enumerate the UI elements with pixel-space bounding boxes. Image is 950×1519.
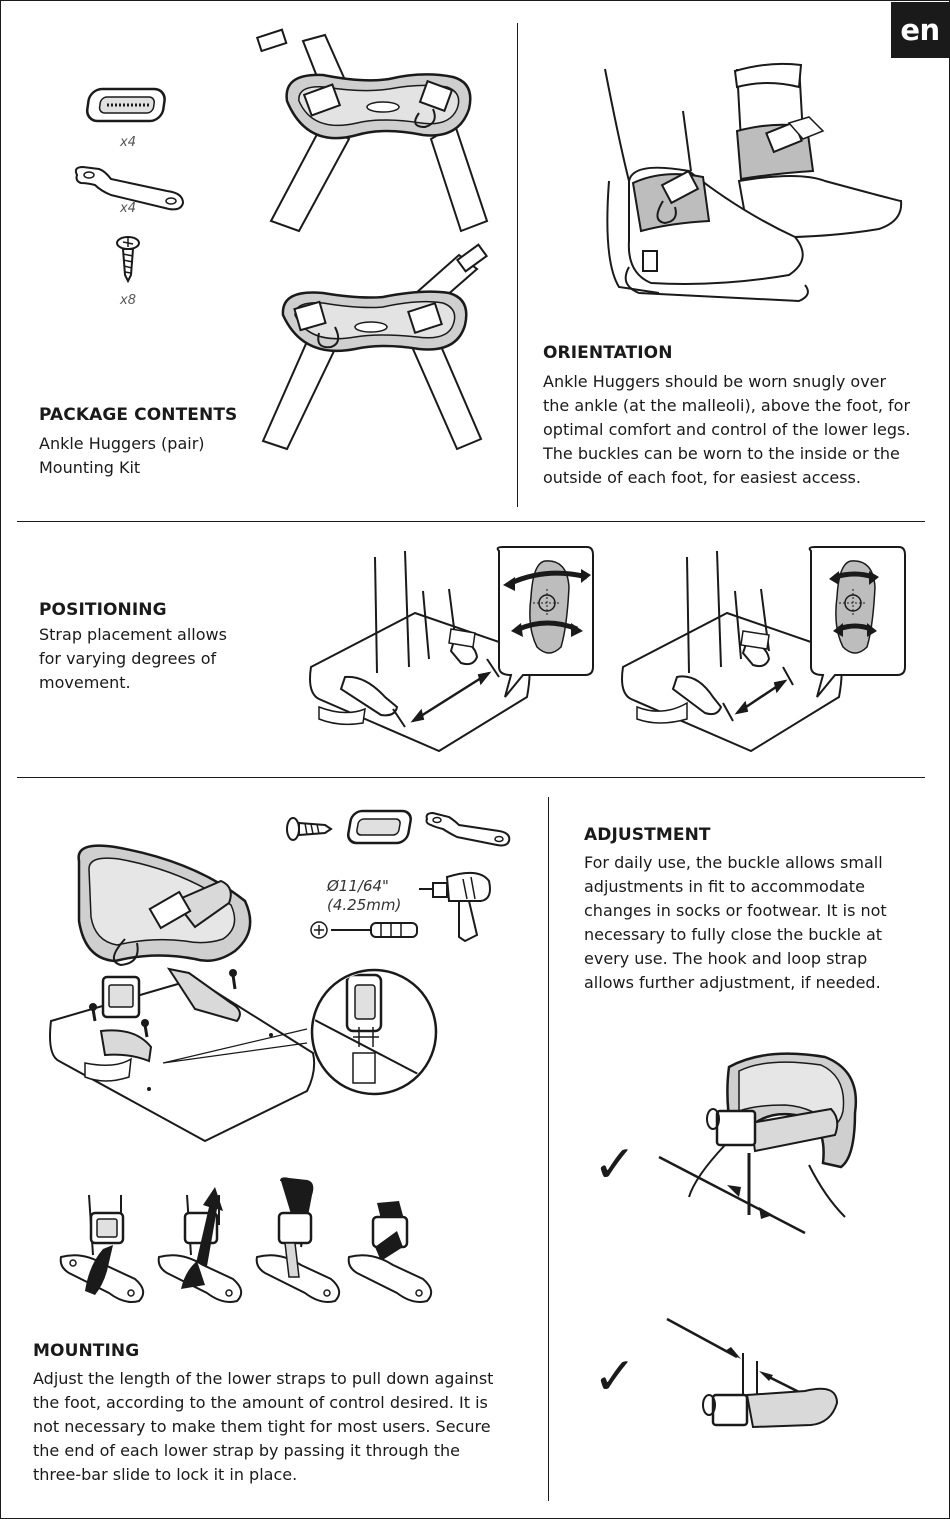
three-bar-slide-icon-small: [346, 809, 412, 845]
positioning-line: movement.: [39, 673, 131, 692]
drill-icon: [419, 871, 491, 943]
positioning-heading: POSITIONING: [39, 600, 167, 620]
orientation-line: The buckles can be worn to the inside or…: [543, 444, 900, 463]
drill-diameter: Ø11/64": [327, 877, 389, 895]
divider-vertical-top: [517, 23, 518, 507]
language-badge: en: [891, 2, 949, 58]
adjustment-line: allows further adjustment, if needed.: [584, 973, 881, 992]
drill-metric: (4.25mm): [327, 896, 402, 914]
mounting-heading: MOUNTING: [33, 1341, 140, 1361]
divider-vertical-bottom: [548, 797, 549, 1501]
orientation-line: optimal comfort and control of the lower…: [543, 420, 911, 439]
package-contents-line: Mounting Kit: [39, 458, 141, 477]
orientation-line: the ankle (at the malleoli), above the f…: [543, 396, 911, 415]
adjustment-heading: ADJUSTMENT: [584, 825, 711, 845]
positioning-line: for varying degrees of: [39, 649, 217, 668]
adjustment-line: changes in socks or footwear. It is not: [584, 901, 887, 920]
ankle-hugger-illustration-upper: [255, 28, 489, 233]
orientation-line: outside of each foot, for easiest access…: [543, 468, 861, 487]
three-bar-slide-icon: [85, 87, 166, 123]
mounting-line: three-bar slide to lock it in place.: [33, 1465, 298, 1484]
strap-step-3: [255, 1177, 341, 1303]
positioning-wide-illustration: [309, 546, 594, 753]
ankle-hugger-illustration-lower: [261, 243, 489, 451]
package-contents-text: Ankle Huggers (pair) Mounting Kit: [39, 432, 205, 480]
quantity-slides: x4: [120, 135, 136, 150]
mounting-bracket-icon-small: [425, 811, 511, 847]
quantity-screws: x8: [120, 293, 136, 308]
drill-bit-size: Ø11/64" (4.25mm): [327, 877, 401, 915]
mounting-line: Adjust the length of the lower straps to…: [33, 1369, 494, 1388]
slide-detail-zoom: [310, 968, 438, 1096]
adjustment-text: For daily use, the buckle allows small a…: [584, 851, 887, 995]
mounting-line: the foot, according to the amount of con…: [33, 1393, 488, 1412]
screw-icon: [116, 236, 140, 284]
check-icon: ✓: [593, 1347, 637, 1407]
buckle-open-illustration: [666, 1317, 839, 1429]
divider-middle: [17, 777, 925, 778]
strap-step-4: [347, 1201, 433, 1303]
adjustment-line: necessary to fully close the buckle at: [584, 925, 883, 944]
mounting-main-illustration: [49, 844, 316, 1143]
strap-step-2: [157, 1187, 243, 1303]
orientation-text: Ankle Huggers should be worn snugly over…: [543, 370, 910, 490]
check-icon: ✓: [593, 1135, 637, 1195]
mounting-text: Adjust the length of the lower straps to…: [33, 1367, 493, 1487]
package-contents-heading: PACKAGE CONTENTS: [39, 405, 238, 425]
mounting-line: not necessary to make them tight for mos…: [33, 1417, 491, 1436]
positioning-text: Strap placement allows for varying degre…: [39, 623, 227, 695]
orientation-heading: ORIENTATION: [543, 343, 673, 363]
divider-top: [17, 521, 925, 522]
strap-step-1: [59, 1194, 145, 1303]
adjustment-line: For daily use, the buckle allows small: [584, 853, 883, 872]
adjustment-line: every use. The hook and loop strap: [584, 949, 868, 968]
feet-on-footplate-illustration: [604, 62, 903, 303]
screwdriver-icon: [310, 921, 418, 939]
buckle-partial-close-illustration: [658, 1052, 858, 1235]
mounting-bracket-icon: [74, 165, 185, 211]
orientation-line: Ankle Huggers should be worn snugly over: [543, 372, 887, 391]
screw-icon-small: [286, 817, 333, 841]
quantity-brackets: x4: [120, 201, 136, 216]
package-contents-line: Ankle Huggers (pair): [39, 434, 205, 453]
adjustment-line: adjustments in fit to accommodate: [584, 877, 865, 896]
mounting-line: the end of each lower strap by passing i…: [33, 1441, 460, 1460]
positioning-line: Strap placement allows: [39, 625, 227, 644]
positioning-narrow-illustration: [621, 546, 906, 753]
